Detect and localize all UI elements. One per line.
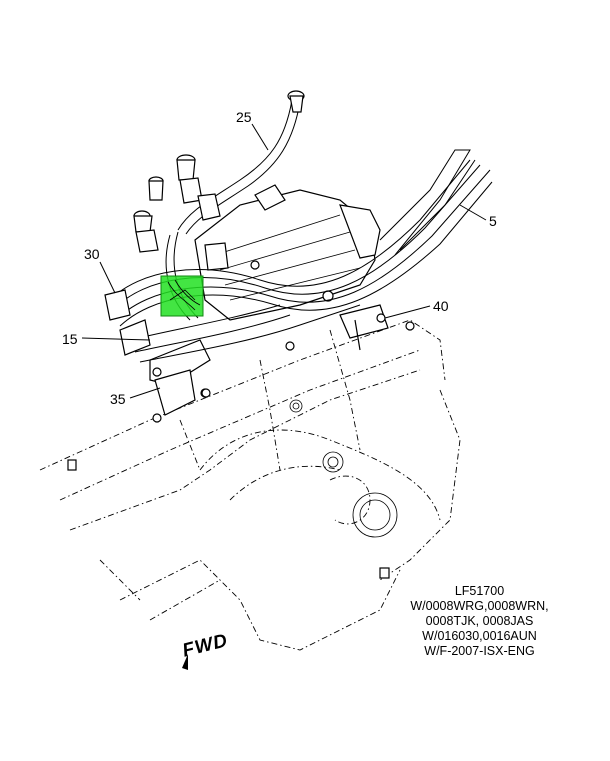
fwd-arrow-icon xyxy=(182,654,188,670)
reference-line: W/F-2007-ISX-ENG xyxy=(424,644,535,658)
callout-5: 5 xyxy=(489,213,497,229)
callout-25: 25 xyxy=(236,109,252,125)
reference-block: LF51700 W/0008WRG,0008WRN, 0008TJK, 0008… xyxy=(392,584,567,659)
highlighted-connector[interactable] xyxy=(160,275,204,317)
reference-line: LF51700 xyxy=(454,584,505,598)
highlight-detail xyxy=(167,279,201,311)
callout-35: 35 xyxy=(110,391,126,407)
starter-assembly xyxy=(149,184,381,416)
harness-clips xyxy=(104,289,389,423)
engine-block-outline xyxy=(39,319,461,651)
sensor-connectors xyxy=(133,154,229,271)
reference-line: 0008TJK, 0008JAS xyxy=(425,614,534,628)
callout-30: 30 xyxy=(84,246,100,262)
block-bosses xyxy=(289,399,398,538)
reference-line: W/016030,0016AUN xyxy=(422,629,537,643)
block-bolts xyxy=(67,321,415,579)
callout-15: 15 xyxy=(62,331,78,347)
lead-cable xyxy=(177,90,305,235)
callout-leaders xyxy=(81,123,487,399)
reference-line: W/0008WRG,0008WRN, xyxy=(410,599,549,613)
callout-40: 40 xyxy=(433,298,449,314)
